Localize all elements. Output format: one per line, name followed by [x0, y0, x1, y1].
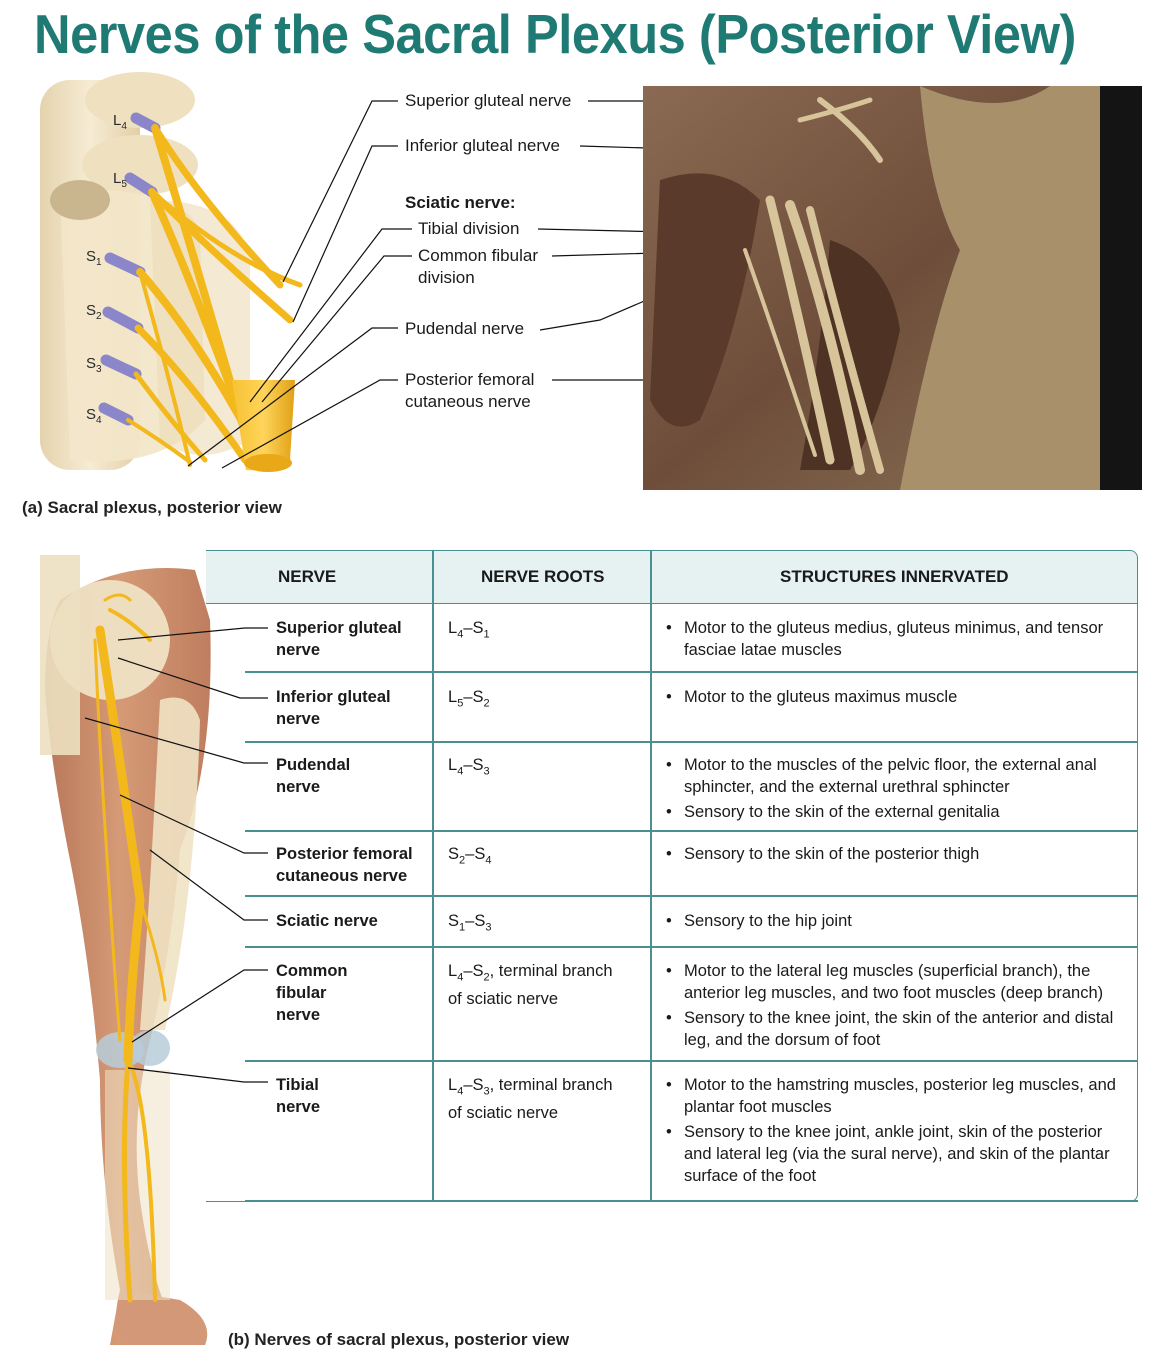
table-cell-roots: L4–S1	[448, 617, 648, 645]
nerve-name-line: nerve	[276, 778, 321, 796]
nerve-name-line: Sciatic nerve	[276, 912, 378, 930]
structure-bullet: Sensory to the hip joint	[664, 910, 1134, 932]
table-cell-nerve: Posterior femoral cutaneous nerve	[276, 843, 426, 887]
root-label-s2: S2	[86, 302, 102, 322]
roots-line: L4–S1	[448, 619, 490, 641]
roots-line: S1–S3	[448, 912, 492, 934]
label-posterior-femoral-1: Posterior femoral	[405, 370, 535, 389]
structure-bullet: Motor to the hamstring muscles, posterio…	[664, 1074, 1134, 1118]
row-divider	[245, 946, 1138, 948]
header-nerve-roots: NERVE ROOTS	[481, 567, 605, 586]
table-cell-structures: Motor to the gluteus medius, gluteus min…	[664, 617, 1134, 664]
row-divider	[245, 830, 1138, 832]
table-cell-roots: L4–S3, terminal branch of sciatic nerve	[448, 1074, 648, 1124]
roots-line: L4–S2, terminal branch	[448, 962, 613, 984]
roots-line: L4–S3	[448, 756, 490, 778]
structure-bullet: Motor to the lateral leg muscles (superf…	[664, 960, 1134, 1004]
label-inferior-gluteal: Inferior gluteal nerve	[405, 136, 560, 155]
table-cell-roots: S2–S4	[448, 843, 648, 871]
table-cell-roots: L4–S2, terminal branch of sciatic nerve	[448, 960, 648, 1010]
label-superior-gluteal: Superior gluteal nerve	[405, 91, 572, 110]
table-cell-nerve: Inferior gluteal nerve	[276, 686, 426, 730]
table-cell-structures: Motor to the lateral leg muscles (superf…	[664, 960, 1134, 1054]
structure-bullet: Sensory to the skin of the posterior thi…	[664, 843, 1134, 865]
table-cell-nerve: Superior gluteal nerve	[276, 617, 426, 661]
table-header	[206, 550, 1138, 604]
table-cell-structures: Sensory to the hip joint	[664, 910, 1134, 935]
nerve-name-line: Pudendal	[276, 756, 351, 774]
nerve-name-line: nerve	[276, 710, 321, 728]
header-nerve: NERVE	[278, 567, 337, 586]
column-divider	[432, 550, 434, 1202]
nerve-name-line: Common	[276, 962, 348, 980]
roots-extra-line: of sciatic nerve	[448, 990, 559, 1009]
roots-line: L5–S2	[448, 688, 490, 710]
nerve-name-line: cutaneous nerve	[276, 867, 408, 885]
page-title: Nerves of the Sacral Plexus (Posterior V…	[34, 3, 1076, 65]
caption-panel-a: (a) Sacral plexus, posterior view	[22, 498, 282, 517]
nerve-name-line: Inferior gluteal	[276, 688, 391, 706]
dissection-photo	[643, 86, 1142, 490]
panel-b-leader-lines	[84, 627, 268, 1083]
nerve-table	[206, 550, 1138, 1202]
table-cell-structures: Motor to the gluteus maximus muscle	[664, 686, 1134, 711]
structure-bullet: Motor to the gluteus maximus muscle	[664, 686, 1134, 708]
row-divider	[245, 895, 1138, 897]
row-divider	[245, 1060, 1138, 1062]
sciatic-nerve-trunk	[232, 380, 295, 471]
label-sciatic-heading: Sciatic nerve:	[405, 193, 516, 212]
nerve-name-line: nerve	[276, 641, 321, 659]
nerve-name-line: Tibial	[276, 1076, 319, 1094]
table-cell-structures: Motor to the muscles of the pelvic floor…	[664, 754, 1134, 826]
root-label-s1: S1	[86, 248, 102, 268]
roots-line: S2–S4	[448, 845, 492, 867]
table-cell-structures: Sensory to the skin of the posterior thi…	[664, 843, 1134, 868]
row-divider	[245, 671, 1138, 673]
structure-bullet: Sensory to the skin of the external geni…	[664, 801, 1134, 823]
structure-bullet: Sensory to the knee joint, the skin of t…	[664, 1007, 1134, 1051]
nerve-name-line: fibular	[276, 984, 327, 1002]
structure-bullet: Motor to the muscles of the pelvic floor…	[664, 754, 1134, 798]
root-label-s3: S3	[86, 355, 102, 375]
structure-bullet: Sensory to the knee joint, ankle joint, …	[664, 1121, 1134, 1187]
table-cell-nerve: Pudendal nerve	[276, 754, 426, 798]
table-cell-nerve: Common fibular nerve	[276, 960, 426, 1026]
table-cell-roots: L4–S3	[448, 754, 648, 782]
roots-line: L4–S3, terminal branch	[448, 1076, 613, 1098]
root-label-s4: S4	[86, 406, 102, 426]
table-cell-nerve: Tibial nerve	[276, 1074, 426, 1118]
roots-extra-line: of sciatic nerve	[448, 1104, 559, 1123]
leg-illustration	[30, 545, 215, 1345]
table-cell-nerve: Sciatic nerve	[276, 910, 426, 932]
table-cell-roots: L5–S2	[448, 686, 648, 714]
label-common-fibular-1: Common fibular	[418, 246, 538, 265]
root-label-l4: L4	[113, 112, 127, 132]
row-divider	[245, 1200, 1138, 1202]
label-common-fibular-2: division	[418, 268, 475, 287]
row-divider	[245, 741, 1138, 743]
column-divider	[650, 550, 652, 1202]
structure-bullet: Motor to the gluteus medius, gluteus min…	[664, 617, 1134, 661]
caption-panel-b: (b) Nerves of sacral plexus, posterior v…	[228, 1330, 570, 1349]
root-label-l5: L5	[113, 170, 127, 190]
nerve-name-line: nerve	[276, 1098, 321, 1116]
table-cell-structures: Motor to the hamstring muscles, posterio…	[664, 1074, 1134, 1190]
label-tibial-division: Tibial division	[418, 219, 520, 238]
label-pudendal: Pudendal nerve	[405, 319, 525, 338]
nerve-name-line: Posterior femoral	[276, 845, 413, 863]
nerve-name-line: nerve	[276, 1006, 321, 1024]
label-posterior-femoral-2: cutaneous nerve	[405, 392, 531, 411]
nerve-name-line: Superior gluteal	[276, 619, 402, 637]
table-cell-roots: S1–S3	[448, 910, 648, 938]
header-structures: STRUCTURES INNERVATED	[780, 567, 1009, 586]
sciatic-cut-end	[244, 454, 292, 472]
